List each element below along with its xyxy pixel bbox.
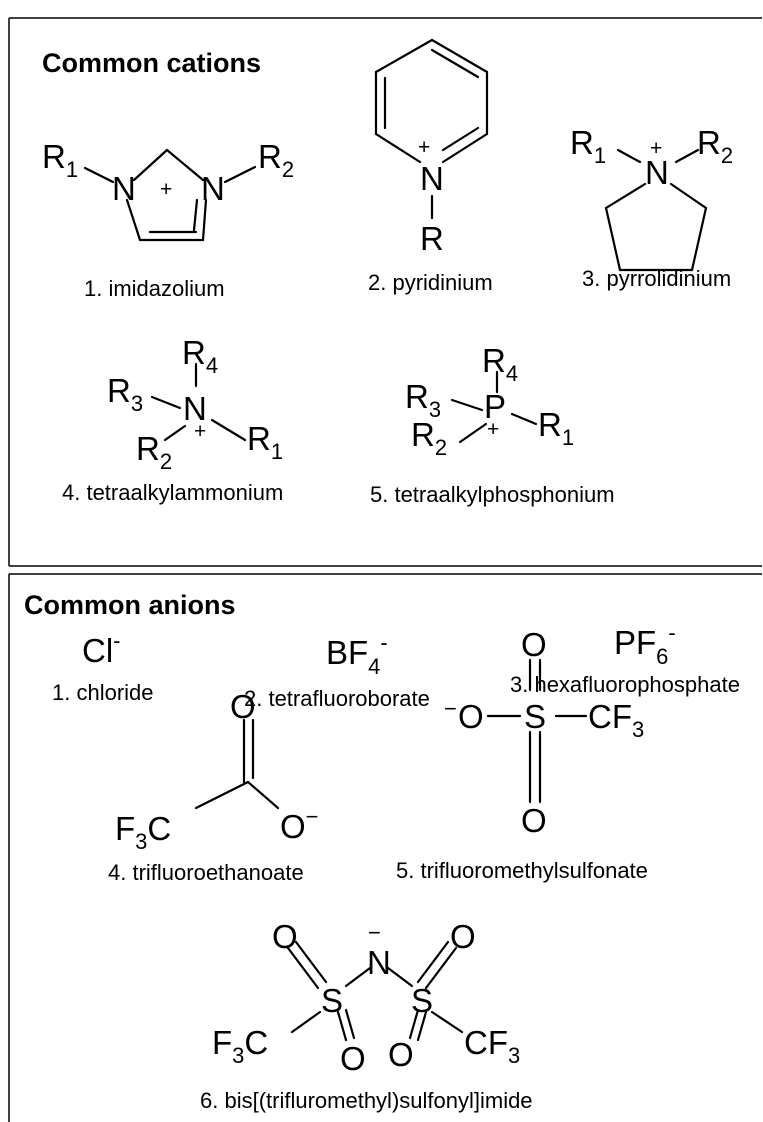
tetrafluoroborate-caption: 2. tetrafluoroborate [244,686,430,711]
trifluoroethanoate-O-minus: O− [280,804,319,845]
pyridinium-caption: 2. pyridinium [368,270,493,295]
ammonium-R3: R3 [107,372,143,416]
bistriflimide-O-bottom-right: O [388,1036,414,1073]
pyridinium-R: R [420,220,444,257]
phosphonium-R4: R4 [482,342,518,386]
bistriflimide-structure: O O − N S S F3C O O CF3 [212,918,520,1077]
pyridinium-structure: + N R [374,38,489,257]
chloride-formula: Cl- [82,628,121,669]
bistriflimide-N: N [367,944,391,981]
imidazolium-caption: 1. imidazolium [84,276,225,301]
phosphonium-P: P [484,388,506,425]
anions-title: Common anions [24,590,236,620]
trifluoroethanoate-caption: 4. trifluoroethanoate [108,860,304,885]
ammonium-N: N [183,390,207,427]
bistriflimide-S-left: S [321,982,343,1019]
imidazolium-structure: R1 N + N R2 [42,138,294,242]
cations-title: Common cations [42,48,261,78]
imidazolium-N3: N [201,170,225,207]
triflate-O-top: O [521,626,547,663]
bistriflimide-F3C: F3C [212,1024,268,1068]
ammonium-plus: + [194,420,206,443]
trifluoroethanoate-O-double: O [230,688,256,725]
hexafluorophosphate-formula: PF6- [614,620,676,669]
imidazolium-R1: R1 [42,138,78,182]
bistriflimide-caption: 6. bis[(trifluromethyl)sulfonyl]imide [200,1088,533,1113]
phosphonium-R1: R1 [538,406,574,450]
pyrrolidinium-structure: R1 + N R2 [570,124,733,272]
tetraalkylammonium-structure: R4 R3 N + R2 R1 [107,334,283,474]
triflate-S: S [524,698,546,735]
phosphonium-plus: + [487,418,499,441]
triflate-charge: − [444,696,457,721]
imidazolium-R2: R2 [258,138,294,182]
pyridinium-N: N [420,160,444,197]
triflate-O-bottom: O [521,802,547,839]
ammonium-R1: R1 [247,420,283,464]
imidazolium-N1: N [112,170,136,207]
imidazolium-plus: + [160,178,172,201]
trifluoroethanoate-F3C: F3C [115,810,171,854]
tetrafluoroborate-formula: BF4- [326,630,388,679]
bistriflimide-O-top-right: O [450,918,476,955]
ammonium-R2: R2 [136,430,172,474]
pyrrolidinium-caption: 3. pyrrolidinium [582,266,731,291]
hexafluorophosphate-caption: 3. hexafluorophosphate [510,672,740,697]
pyrrolidinium-R2: R2 [697,124,733,168]
triflate-CF3: CF3 [588,698,644,742]
pyridinium-plus: + [418,136,430,159]
bistriflimide-O-top-left: O [272,918,298,955]
tetraalkylphosphonium-structure: R4 R3 P + R2 R1 [405,342,574,460]
pyrrolidinium-plus: + [650,137,662,160]
phosphonium-R3: R3 [405,378,441,422]
bistriflimide-O-bottom-left: O [340,1040,366,1077]
tetraalkylphosphonium-caption: 5. tetraalkylphosphonium [370,482,615,507]
trifluoromethylsulfonate-caption: 5. trifluoromethylsulfonate [396,858,648,883]
bistriflimide-charge: − [368,920,381,945]
pyrrolidinium-N: N [645,154,669,191]
triflate-O-left: O [458,698,484,735]
phosphonium-R2: R2 [411,416,447,460]
chloride-caption: 1. chloride [52,680,154,705]
trifluoromethylsulfonate-structure: O − O S CF3 O [444,626,644,839]
pyrrolidinium-R1: R1 [570,124,606,168]
ammonium-R4: R4 [182,334,218,378]
bistriflimide-S-right: S [411,982,433,1019]
tetraalkylammonium-caption: 4. tetraalkylammonium [62,480,283,505]
bistriflimide-CF3: CF3 [464,1024,520,1068]
trifluoroethanoate-structure: O F3C O− [115,688,319,854]
